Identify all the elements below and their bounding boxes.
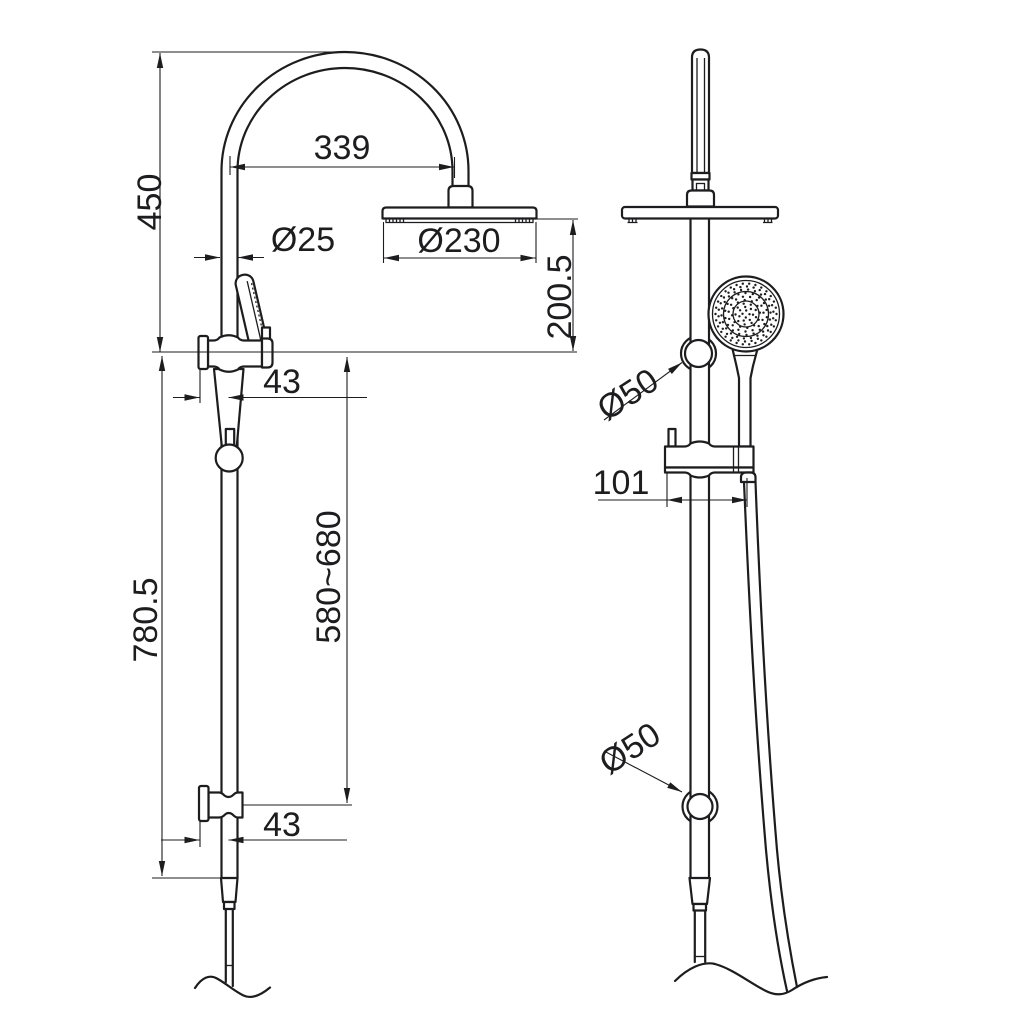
head-fitting-neck [451,170,470,188]
side-view [620,48,829,996]
dim-text-780: 780.5 [127,577,165,662]
wall-elbow-flange [197,784,210,823]
dim-text-450: 450 [131,174,169,231]
handshower-handle-side [731,347,759,448]
dim-text-339: 339 [314,129,371,167]
hose-nut-ball [214,443,244,473]
bracket-pin-side [667,427,677,448]
break-line-side [673,962,829,996]
bracket-joint-lines [732,446,740,473]
dim-text-230: Ø230 [417,222,500,260]
hose-cone-side [688,876,712,906]
leader-50-top [603,362,683,421]
wall-elbow-body [207,791,244,819]
dim-text-43-bottom: 43 [263,806,301,844]
hose-front [224,907,234,988]
overhead-shower-lip [385,218,534,224]
top-pipe-side [690,48,711,175]
handshower-spray-dots [714,282,778,346]
head-fitting-collar [447,184,474,209]
leader-50-bottom [603,750,683,793]
plate-lip-ticks-side [627,218,773,224]
handshower-face-circle-inner [732,300,760,328]
top-pipe-joint [691,178,710,192]
hose-cone-band-front [222,900,236,911]
head-collar-side [685,189,716,208]
riser-pipe-side [689,217,711,880]
break-line-front [193,975,272,999]
overhead-shower-nozzle-ticks [388,218,531,223]
riser-pipe [220,169,239,880]
slider-bracket-cap [260,337,274,369]
dim-text-50-bottom: Ø50 [593,715,668,782]
dim-text-25: Ø25 [271,221,335,259]
hose-cone-band-side [692,902,708,912]
handshower-face-ring [711,279,781,349]
front-view [193,50,538,999]
supply-stub-side [693,909,707,964]
handshower-face-line [246,280,262,340]
top-holder-knob [683,338,714,369]
hose-cone-front [219,876,239,904]
flexible-hose [742,480,799,993]
handshower-face-outer [707,275,785,353]
slider-bracket-body [206,334,264,373]
riser-pipe-side-fill [690,218,709,878]
top-pipe-inner-lines [696,58,706,172]
hose-nut-side [739,471,757,484]
overhead-shower-plate [381,206,538,220]
dim-text-200: 200.5 [541,254,579,339]
bracket-band-side [663,466,755,479]
dim-text-43-top: 43 [263,363,301,401]
dimension-layer: 339 Ø25 Ø230 43 43 101 450 780.5 580~680… [127,51,748,879]
overhead-shower-plate-side [620,205,780,220]
handshower-face-circle-mid [722,290,770,338]
dim-text-50-top: Ø50 [591,361,666,428]
dim-text-101: 101 [593,464,650,502]
dim-text-580-680: 580~680 [310,510,348,643]
bracket-body-side [663,440,755,469]
bottom-holder-knob [686,792,714,821]
